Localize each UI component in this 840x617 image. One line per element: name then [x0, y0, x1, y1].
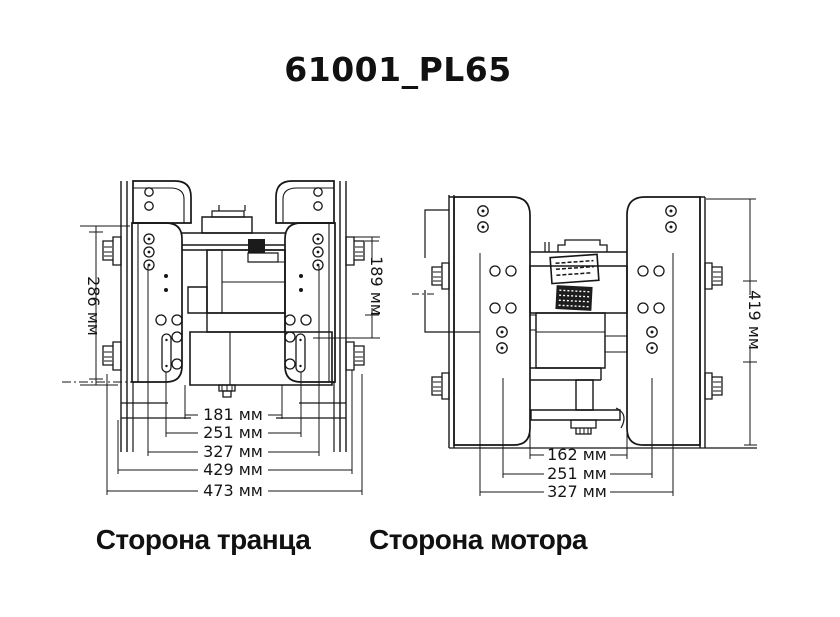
left-view-center-assembly — [182, 205, 333, 398]
left-view-caption: Сторона транца — [95, 524, 311, 555]
qr-sticker — [555, 285, 593, 311]
product-label-sticker — [549, 253, 600, 285]
dim-189: 189 мм — [313, 236, 386, 339]
left-view-back-plates — [120, 181, 347, 452]
dim-label-251: 251 мм — [203, 423, 263, 442]
right-view-bottom-dims: 162 мм 251 мм 327 мм — [479, 253, 674, 501]
dim-label-height: 419 мм — [745, 290, 764, 350]
left-view-bolts — [102, 236, 365, 371]
left-view-mount-plates — [131, 222, 336, 383]
dim-label-height: 286 мм — [84, 276, 103, 336]
right-view: 419 мм 162 мм 251 мм 327 мм — [412, 195, 764, 501]
right-plate-holes — [637, 205, 677, 354]
dim-419: 419 мм — [706, 198, 764, 446]
right-view-center-assembly — [529, 239, 628, 435]
dim-label-inner-height: 189 мм — [367, 256, 386, 316]
left-view-bottom-dims: 181 мм 251 мм 327 мм 429 мм 473 мм — [106, 266, 363, 500]
pivot-bolt-block — [248, 239, 265, 253]
left-view-top-clamp — [201, 205, 253, 234]
dim-label-327: 327 мм — [547, 482, 607, 501]
bracket-hole — [144, 187, 154, 197]
bottom-bolt — [570, 419, 597, 435]
dim-label-181: 181 мм — [203, 405, 263, 424]
dim-label-162: 162 мм — [547, 445, 607, 464]
bracket-hole — [313, 187, 323, 197]
bracket-hole — [313, 201, 323, 211]
right-view-mount-plates — [453, 196, 701, 446]
right-plate-holes — [284, 233, 324, 373]
left-plate-holes — [477, 205, 517, 354]
left-view-outer-brackets — [132, 180, 335, 224]
left-view-bottom-fitting — [218, 384, 236, 398]
right-view-caption: Сторона мотора — [368, 524, 588, 555]
bracket-hole — [144, 201, 154, 211]
left-view: 286 мм 189 мм 181 мм 251 мм 327 мм — [62, 180, 386, 500]
right-view-bolts — [431, 262, 723, 400]
dim-label-251: 251 мм — [547, 464, 607, 483]
drawing-title: 61001_PL65 — [284, 50, 512, 89]
dim-label-473: 473 мм — [203, 481, 263, 500]
dim-286: 286 мм — [80, 225, 130, 386]
dim-label-429: 429 мм — [203, 460, 263, 479]
left-plate-holes — [143, 233, 183, 373]
transom-clamp-outline — [424, 209, 480, 333]
dim-label-327: 327 мм — [203, 442, 263, 461]
